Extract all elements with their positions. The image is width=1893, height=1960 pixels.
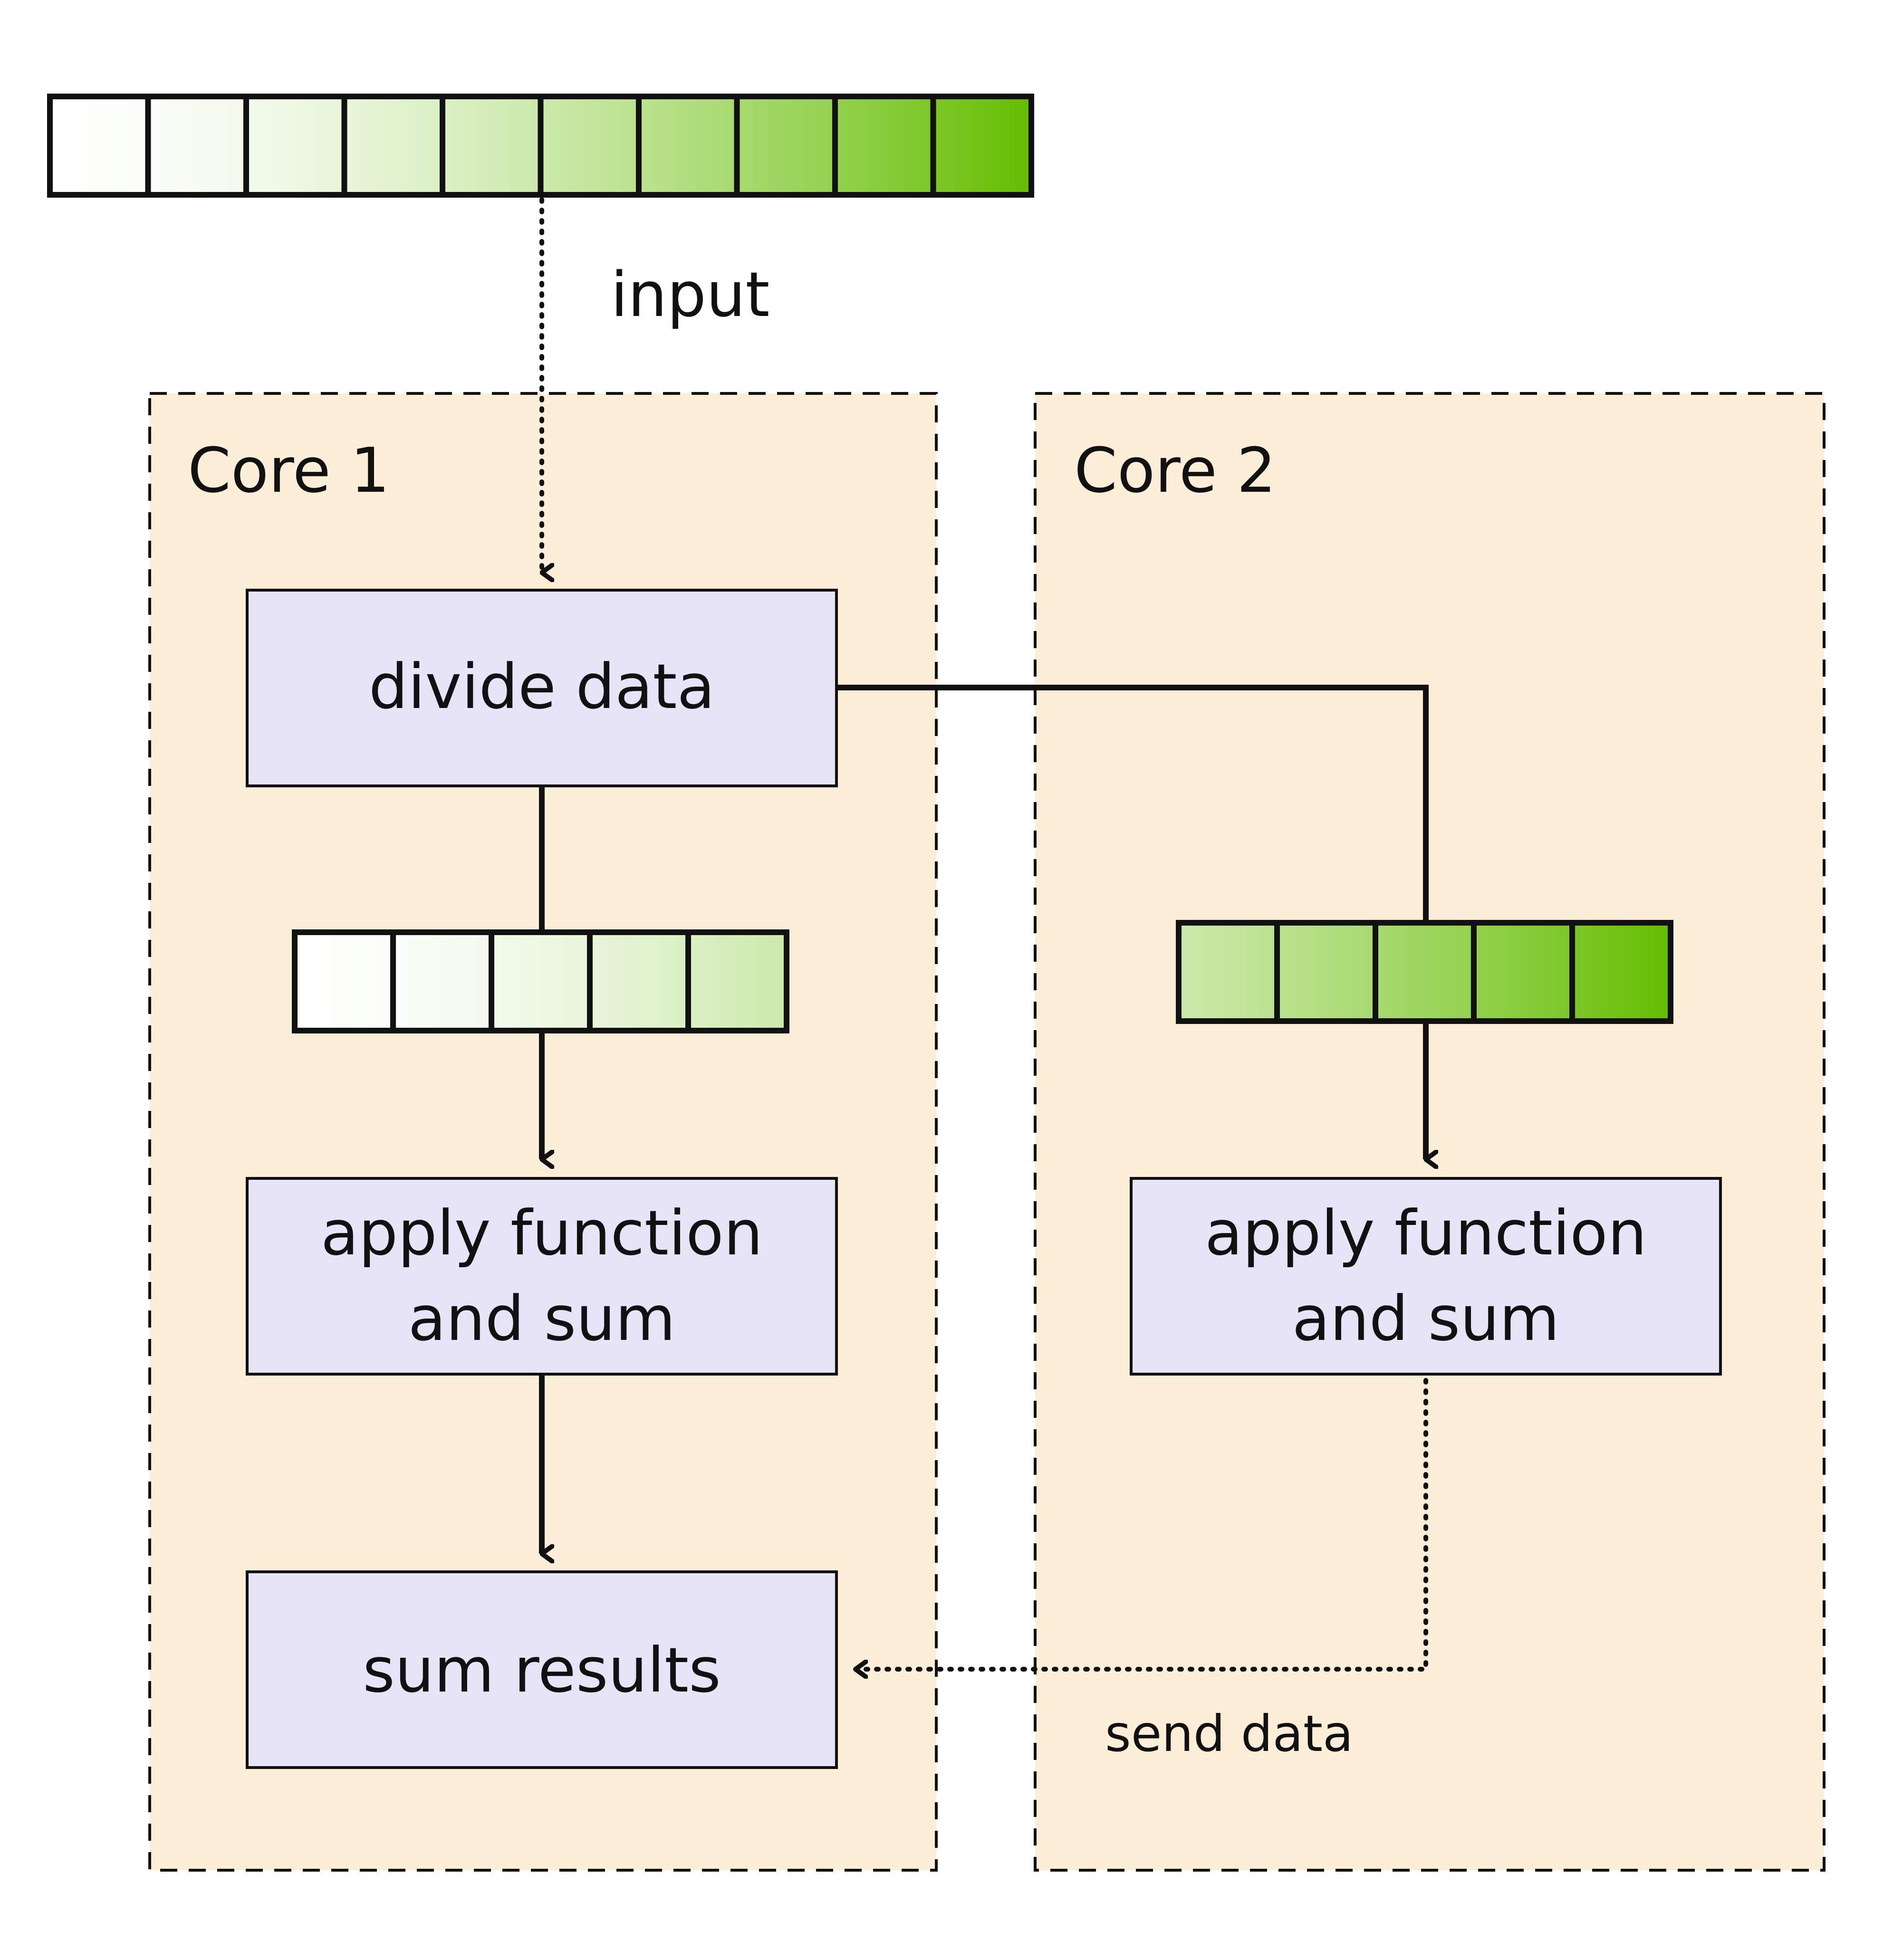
input-array-cell — [440, 94, 544, 198]
input-array-cell — [832, 94, 936, 198]
send-data-label: send data — [1105, 1705, 1353, 1763]
input-array-cell — [538, 94, 642, 198]
core-1-apply-box — [246, 1177, 838, 1376]
core-2-chunk-cell — [1176, 920, 1280, 1024]
input-array-cell — [636, 94, 740, 198]
core-2-panel — [1034, 392, 1826, 1872]
divide-data-label: divide data — [369, 650, 715, 723]
core-2-apply-label-line2: and sum — [1292, 1282, 1560, 1355]
core-2-chunk-cell — [1274, 920, 1378, 1024]
core-2-chunk-array — [1176, 920, 1673, 1024]
core-1-chunk-array — [292, 929, 789, 1033]
core-2-chunk-cell — [1471, 920, 1575, 1024]
core-1-chunk-cell — [292, 929, 396, 1033]
core-1-apply-label-line2: and sum — [408, 1282, 676, 1355]
core-2-apply-box — [1130, 1177, 1722, 1376]
divide-data-box — [246, 589, 838, 787]
core-2-chunk-cell — [1569, 920, 1673, 1024]
input-array-cell — [734, 94, 838, 198]
core-2-title: Core 2 — [1074, 434, 1276, 507]
input-array-cell — [47, 94, 151, 198]
input-array-cell — [145, 94, 249, 198]
core-1-chunk-cell — [685, 929, 789, 1033]
core-2-apply-label-line1: apply function — [1205, 1197, 1647, 1269]
core-1-chunk-cell — [390, 929, 494, 1033]
core-1-apply-label-line1: apply function — [321, 1197, 763, 1269]
divide-to-core2-connector — [836, 685, 1429, 924]
core-1-chunk-cell — [489, 929, 593, 1033]
core-1-chunk-cell — [587, 929, 691, 1033]
core-1-title: Core 1 — [188, 434, 390, 507]
input-array-cell — [243, 94, 347, 198]
input-array-cell — [341, 94, 445, 198]
sum-results-label: sum results — [363, 1634, 721, 1706]
input-label: input — [611, 258, 769, 331]
send-data-arrow — [853, 1378, 1428, 1669]
input-array-cell — [930, 94, 1034, 198]
sum-results-box — [246, 1570, 838, 1769]
input-array — [47, 94, 1034, 198]
core-2-chunk-cell — [1373, 920, 1477, 1024]
